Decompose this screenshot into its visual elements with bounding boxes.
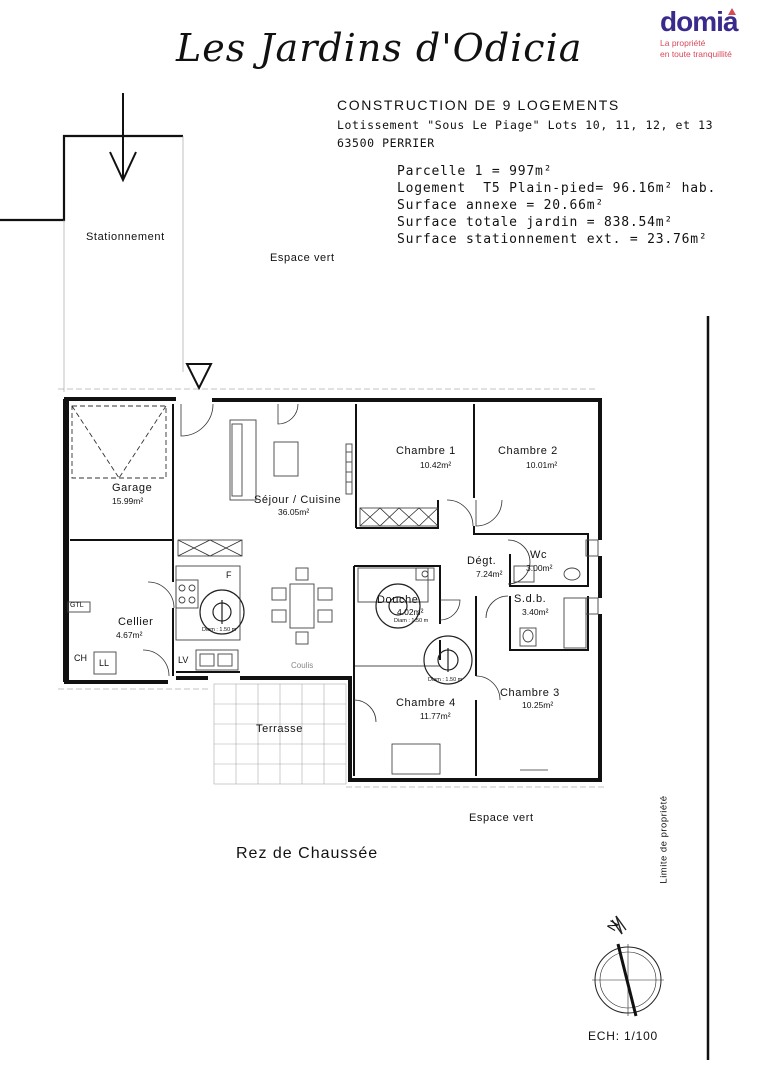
- exterior-walls: [63, 397, 602, 782]
- spec-annexe: Surface annexe = 20.66m²: [397, 198, 605, 213]
- room-cellier-name: Cellier: [118, 616, 154, 628]
- fixture-ch: CH: [74, 653, 87, 663]
- room-garage-area: 15.99m²: [112, 496, 144, 506]
- room-chambre2-name: Chambre 2: [498, 445, 558, 457]
- room-chambre3-area: 10.25m²: [522, 700, 554, 710]
- logo-accent-icon: [728, 8, 736, 15]
- label-espace-vert-bottom: Espace vert: [469, 812, 534, 824]
- door-swings: [142, 403, 548, 771]
- fixture-coulis: Coulis: [291, 661, 314, 670]
- room-chambre4-name: Chambre 4: [396, 697, 456, 709]
- room-chambre4-area: 11.77m²: [420, 711, 451, 721]
- garage-door: [71, 405, 167, 479]
- header-main: CONSTRUCTION DE 9 LOGEMENTS: [337, 97, 620, 113]
- domia-logo: domia: [660, 6, 738, 37]
- spec-logement: Logement T5 Plain-pied= 96.16m² hab.: [397, 181, 717, 196]
- label-stationnement: Stationnement: [86, 231, 165, 243]
- room-sdb-area: 3.40m²: [522, 607, 549, 617]
- room-douche-area: 4.02m²: [397, 607, 424, 617]
- room-chambre1-name: Chambre 1: [396, 445, 456, 457]
- room-garage-name: Garage: [112, 482, 153, 494]
- furniture: [67, 419, 599, 675]
- fixture-diam-3: Diam : 1.50 m: [428, 677, 463, 683]
- spec-jardin: Surface totale jardin = 838.54m²: [397, 215, 674, 230]
- room-douche-name: Douche: [377, 594, 419, 606]
- fixture-f: F: [226, 570, 232, 580]
- room-chambre1-area: 10.42m²: [420, 460, 452, 470]
- fixture-diam-2: Diam : 1.50 m: [394, 618, 429, 624]
- room-chambre3-name: Chambre 3: [500, 687, 560, 699]
- fixture-lv: LV: [178, 655, 189, 665]
- room-degt-name: Dégt.: [467, 555, 497, 567]
- fixture-diam-1: Diam : 1.50 m: [202, 627, 237, 633]
- fixture-ll: LL: [99, 658, 110, 668]
- room-sdb-name: S.d.b.: [514, 593, 547, 605]
- room-degt-area: 7.24m²: [476, 569, 503, 579]
- label-limite-propriete: Limite de propriété: [658, 795, 670, 884]
- scale-label: ECH: 1/100: [588, 1029, 659, 1043]
- level-label: Rez de Chaussée: [236, 845, 379, 862]
- fixture-gtl: GTL: [70, 602, 84, 609]
- interior-walls: [70, 404, 589, 776]
- spec-stationnement: Surface stationnement ext. = 23.76m²: [397, 232, 708, 247]
- label-terrasse: Terrasse: [256, 723, 303, 735]
- spec-parcelle: Parcelle 1 = 997m²: [397, 164, 553, 179]
- room-sejour-area: 36.05m²: [278, 507, 310, 517]
- label-espace-vert-top: Espace vert: [270, 252, 335, 264]
- wardrobes: [177, 507, 441, 775]
- project-title: Les Jardins d'Odicia: [176, 26, 583, 70]
- turning-circles: [199, 583, 473, 685]
- room-cellier-area: 4.67m²: [116, 630, 143, 640]
- room-wc-area: 3.00m²: [526, 563, 553, 573]
- room-wc-name: Wc: [530, 549, 548, 561]
- compass-rose: [592, 915, 664, 1017]
- terrace-tiles: [213, 683, 347, 785]
- header-city: 63500 PERRIER: [337, 136, 435, 150]
- room-chambre2-area: 10.01m²: [526, 460, 558, 470]
- header-subdivision: Lotissement "Sous Le Piage" Lots 10, 11,…: [337, 118, 714, 132]
- room-sejour-name: Séjour / Cuisine: [254, 494, 342, 506]
- site-lines: [0, 93, 710, 1060]
